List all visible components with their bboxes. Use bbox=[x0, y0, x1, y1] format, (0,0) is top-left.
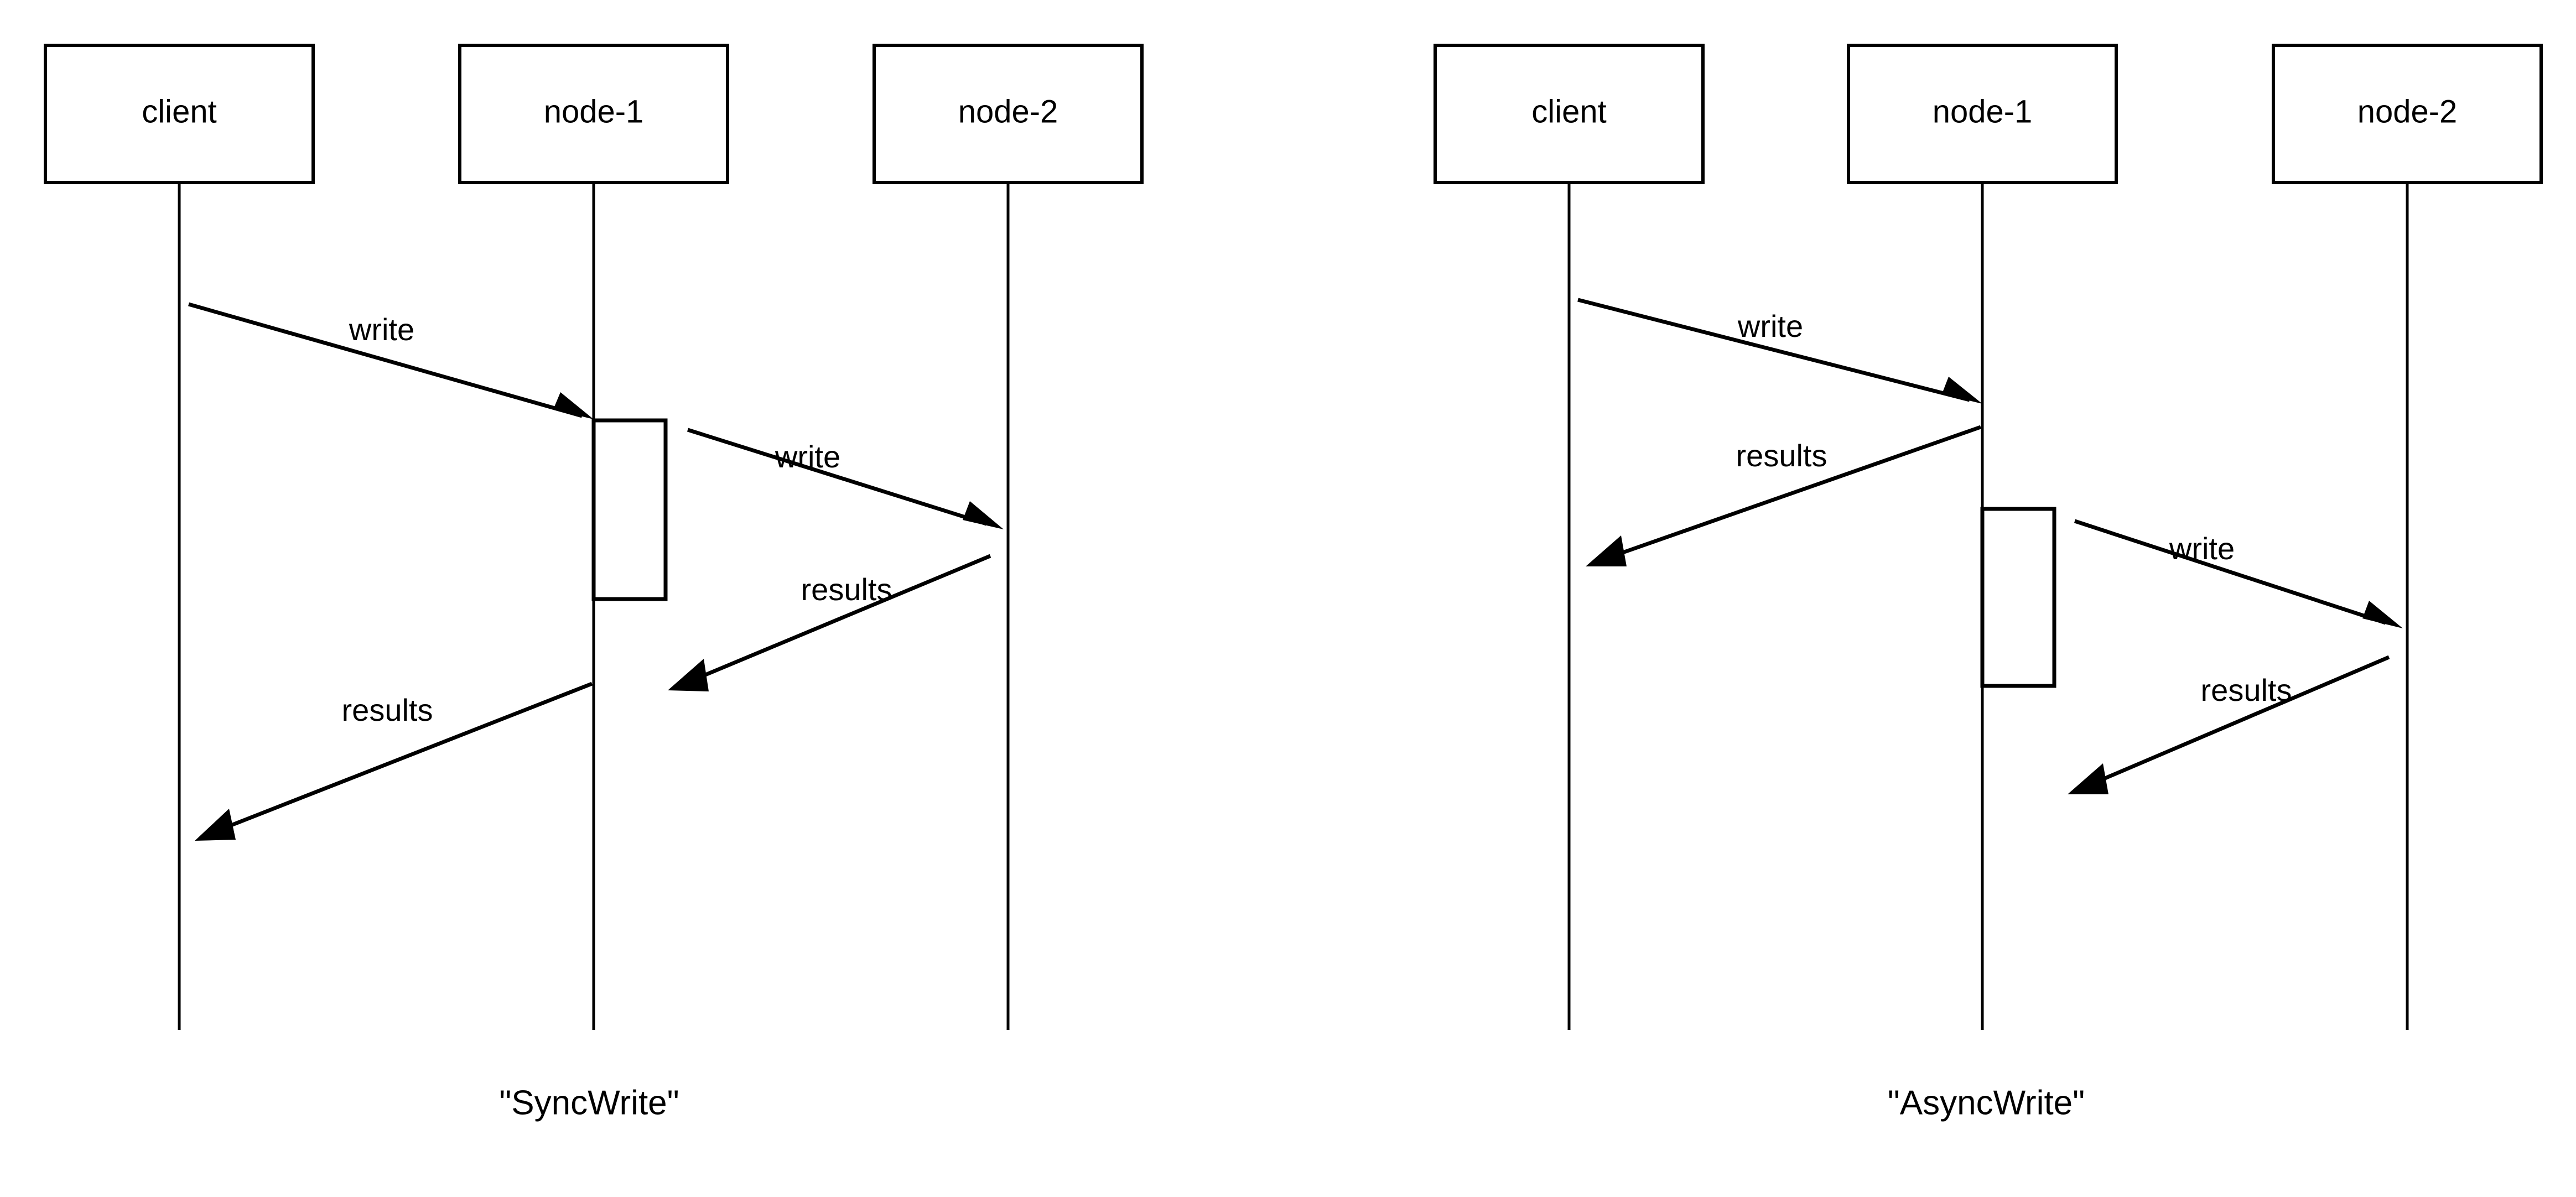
message-label-results-2-right: results bbox=[1736, 438, 1827, 473]
message-label-results-4-right: results bbox=[2201, 673, 2292, 707]
diagram-sync-write: client node-1 node-2 write bbox=[44, 44, 1144, 1122]
participant-label-node-1-right: node-1 bbox=[1933, 93, 2033, 129]
arrow-head-write-2-left bbox=[963, 501, 1004, 529]
participant-box-node-1-right[interactable] bbox=[1847, 44, 2118, 184]
message-line-write-2-left bbox=[687, 428, 988, 526]
arrow-head-write-1-right bbox=[1942, 377, 1982, 404]
diagram-async-write: client node-1 node-2 write bbox=[1434, 44, 2543, 1122]
participant-box-node-2-left[interactable] bbox=[872, 44, 1144, 184]
message-results-node-2-to-node-1-right: results bbox=[2068, 655, 2390, 794]
message-label-write-3-right: write bbox=[2169, 531, 2235, 566]
participant-node-2-right[interactable]: node-2 bbox=[2272, 44, 2543, 184]
message-line-results-4-right bbox=[2101, 655, 2390, 782]
arrow-head-write-3-right bbox=[2362, 601, 2403, 628]
arrow-head-results-4-left bbox=[195, 809, 236, 841]
message-line-results-3-left bbox=[702, 554, 991, 678]
participant-label-node-2-right: node-2 bbox=[2357, 93, 2458, 129]
arrow-head-results-3-left bbox=[668, 659, 709, 691]
message-label-write-2-left: write bbox=[775, 439, 840, 474]
message-write-client-to-node-1-left: write bbox=[188, 302, 594, 419]
participant-box-client-left[interactable] bbox=[44, 44, 315, 184]
message-label-results-3-left: results bbox=[801, 572, 892, 607]
message-line-results-4-left bbox=[226, 681, 593, 829]
activation-bar-node-1-right bbox=[1980, 507, 2056, 688]
diagram-caption-right: "AsyncWrite" bbox=[1888, 1084, 2085, 1122]
participant-client-left[interactable]: client bbox=[44, 44, 315, 184]
participant-box-node-1-left[interactable] bbox=[458, 44, 729, 184]
participant-client-right[interactable]: client bbox=[1434, 44, 1705, 184]
participant-label-node-2-left: node-2 bbox=[958, 93, 1058, 129]
message-label-write-1-right: write bbox=[1737, 309, 1803, 344]
message-line-write-1-left bbox=[188, 302, 583, 418]
message-label-results-4-left: results bbox=[342, 693, 433, 727]
diagram-caption-left: "SyncWrite" bbox=[499, 1084, 679, 1122]
message-write-node-1-to-node-2-right: write bbox=[2074, 519, 2403, 628]
message-results-node-2-to-node-1-left: results bbox=[668, 554, 991, 691]
message-line-results-2-right bbox=[1620, 425, 1982, 555]
message-write-node-1-to-node-2-left: write bbox=[687, 428, 1004, 529]
participant-label-client-left: client bbox=[142, 93, 216, 129]
arrow-head-results-2-right bbox=[1586, 535, 1627, 566]
participant-box-node-2-right[interactable] bbox=[2272, 44, 2543, 184]
message-results-node-1-to-client-left: results bbox=[195, 681, 593, 841]
arrow-head-write-1-left bbox=[553, 392, 594, 419]
participant-label-client-right: client bbox=[1531, 93, 1606, 129]
participant-node-1-left[interactable]: node-1 bbox=[458, 44, 729, 184]
message-line-write-3-right bbox=[2074, 519, 2387, 625]
activation-bar-node-1-left bbox=[591, 418, 668, 601]
participant-label-node-1-left: node-1 bbox=[544, 93, 644, 129]
message-line-write-1-right bbox=[1577, 298, 1970, 402]
participant-node-2-left[interactable]: node-2 bbox=[872, 44, 1144, 184]
arrow-head-results-4-right bbox=[2068, 763, 2108, 794]
message-label-write-1-left: write bbox=[349, 312, 414, 347]
participant-box-client-right[interactable] bbox=[1434, 44, 1705, 184]
message-results-node-1-to-client-right: results bbox=[1586, 425, 1982, 566]
participant-node-1-right[interactable]: node-1 bbox=[1847, 44, 2118, 184]
message-write-client-to-node-1-right: write bbox=[1577, 298, 1982, 404]
